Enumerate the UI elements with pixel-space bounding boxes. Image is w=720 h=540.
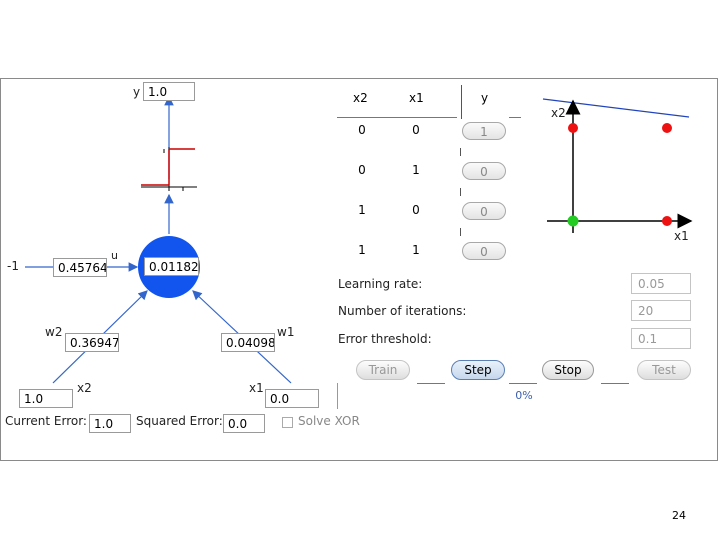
x2-input-field[interactable]: 1.0 xyxy=(19,389,73,408)
table-cell: 1 xyxy=(412,243,420,257)
target-y-button[interactable]: 0 xyxy=(462,202,506,220)
train-button[interactable]: Train xyxy=(356,360,410,380)
progress-bar: 0% xyxy=(338,383,710,409)
target-y-button[interactable]: 0 xyxy=(462,242,506,260)
row-tick xyxy=(460,228,461,236)
error-threshold-label: Error threshold: xyxy=(338,332,432,346)
bias-weight-field[interactable]: 0.45764 xyxy=(53,258,107,277)
table-header-divider xyxy=(337,117,457,118)
point-x2-1-x1-1 xyxy=(662,123,672,133)
page-number: 24 xyxy=(672,509,686,522)
step-button[interactable]: Step xyxy=(451,360,505,380)
table-cell: 1 xyxy=(412,163,420,177)
plot-x1-label: x1 xyxy=(674,229,689,243)
table-cell: 0 xyxy=(412,123,420,137)
table-header-x1: x1 xyxy=(409,91,424,105)
squared-error-label: Squared Error: xyxy=(136,414,223,428)
target-y-button[interactable]: 1 xyxy=(462,122,506,140)
button-separator xyxy=(417,383,445,384)
current-error-label: Current Error: xyxy=(5,414,87,428)
step-function-icon xyxy=(141,147,197,191)
w1-field[interactable]: 0.04098 xyxy=(221,333,275,352)
stop-button[interactable]: Stop xyxy=(542,360,594,380)
button-separator xyxy=(509,383,537,384)
x2-label: x2 xyxy=(77,381,92,395)
bias-label: -1 xyxy=(7,259,19,273)
table-cell: 0 xyxy=(358,123,366,137)
decision-plot xyxy=(542,98,693,233)
x1-input-field[interactable]: 0.0 xyxy=(265,389,319,408)
button-separator xyxy=(601,383,629,384)
test-button[interactable]: Test xyxy=(637,360,691,380)
w2-label: w2 xyxy=(45,325,63,339)
solve-xor-checkbox[interactable] xyxy=(282,417,293,428)
solve-xor-label: Solve XOR xyxy=(298,414,360,428)
table-header-divider-right xyxy=(509,117,521,118)
point-x2-1-x1-0 xyxy=(568,123,578,133)
plot-x2-label: x2 xyxy=(551,106,566,120)
table-header-x2: x2 xyxy=(353,91,368,105)
w1-label: w1 xyxy=(277,325,295,339)
x1-label: x1 xyxy=(249,381,264,395)
table-cell: 1 xyxy=(358,203,366,217)
perceptron-applet-window: y 1.0 -1 0.45764 u 0.01182 w2 0.36947 w1… xyxy=(0,78,718,461)
u-label: u xyxy=(111,249,118,262)
target-y-button[interactable]: 0 xyxy=(462,162,506,180)
row-tick xyxy=(460,188,461,196)
learning-rate-label: Learning rate: xyxy=(338,277,423,291)
iterations-label: Number of iterations: xyxy=(338,304,467,318)
point-x2-0-x1-0 xyxy=(567,215,579,227)
progress-text: 0% xyxy=(515,389,533,402)
neuron-value-field[interactable]: 0.01182 xyxy=(144,257,199,276)
squared-error-field[interactable]: 0.0 xyxy=(223,414,265,433)
learning-rate-field[interactable]: 0.05 xyxy=(631,273,691,294)
w2-field[interactable]: 0.36947 xyxy=(65,333,119,352)
table-header-y: y xyxy=(481,91,489,105)
error-threshold-field[interactable]: 0.1 xyxy=(631,328,691,349)
y-label: y xyxy=(133,85,141,99)
progress-left-border xyxy=(337,383,338,409)
iterations-field[interactable]: 20 xyxy=(631,300,691,321)
output-y-field[interactable]: 1.0 xyxy=(143,82,195,101)
table-cell: 1 xyxy=(358,243,366,257)
table-column-divider xyxy=(461,85,462,119)
table-cell: 0 xyxy=(412,203,420,217)
table-cell: 0 xyxy=(358,163,366,177)
row-tick xyxy=(460,148,461,156)
point-x2-0-x1-1 xyxy=(662,216,672,226)
current-error-field[interactable]: 1.0 xyxy=(89,414,131,433)
